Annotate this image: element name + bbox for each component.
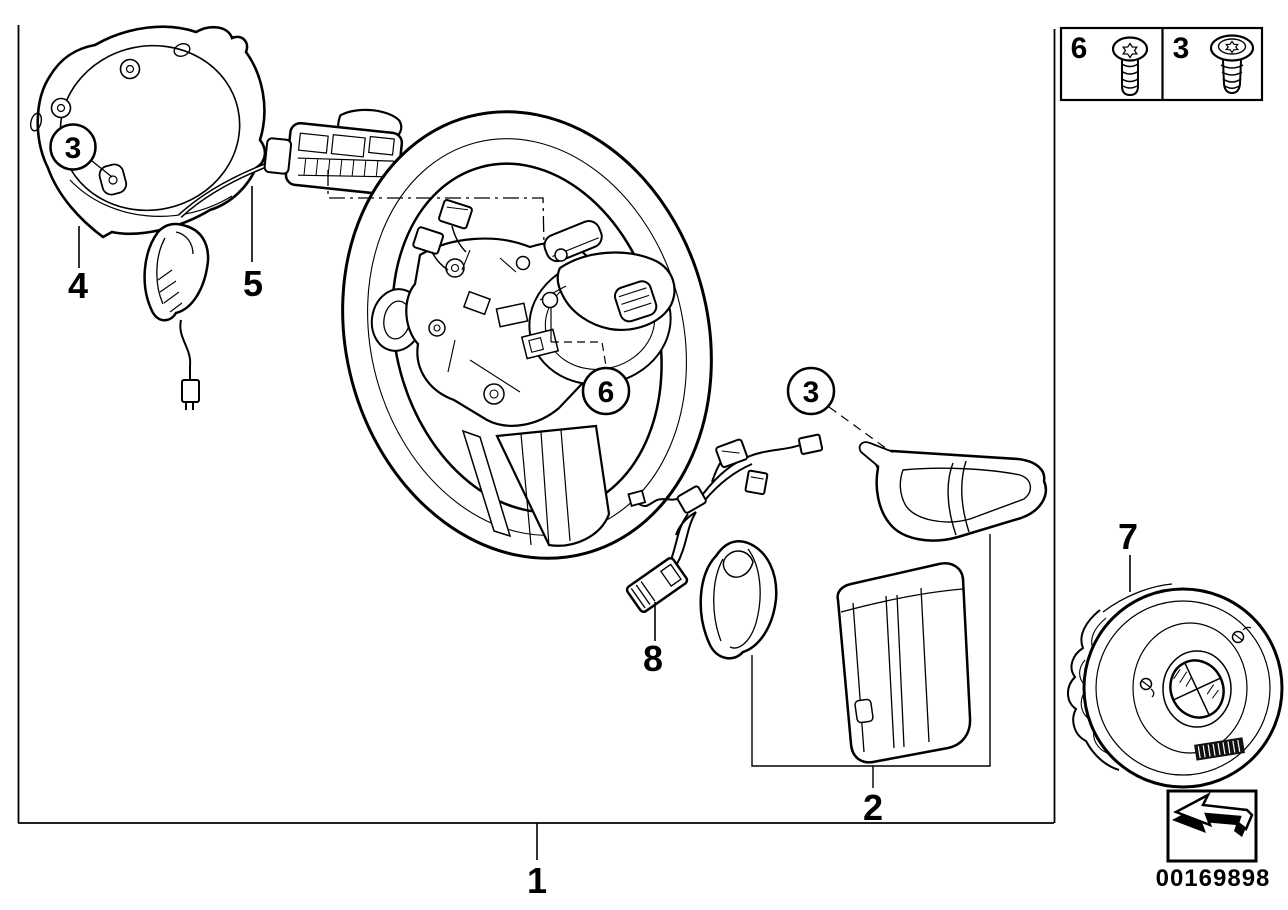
label-airbag-unit-cover: 4 xyxy=(68,226,88,306)
document-number: 00169898 xyxy=(1156,865,1271,892)
group-bracket xyxy=(751,534,991,767)
callout-trim-screw: 3 xyxy=(786,366,888,450)
airbag-screw-mark xyxy=(1139,677,1155,698)
center-trim-cover xyxy=(836,562,972,764)
oval-head-torx-screw-icon xyxy=(1111,36,1149,97)
bottom-spoke xyxy=(495,424,611,547)
switch-module xyxy=(263,108,404,196)
callout-hub-screw: 6 xyxy=(541,291,631,416)
footer-stamp: 00169898 xyxy=(1156,789,1271,892)
airbag-screw-mark xyxy=(1231,626,1252,644)
isometric-arrow-icon xyxy=(1172,792,1254,837)
svg-text:4: 4 xyxy=(68,265,88,306)
shift-paddle xyxy=(143,222,210,322)
right-trim-cover xyxy=(858,441,1047,542)
harness-plug xyxy=(715,438,749,468)
callout-hub-screw-number: 6 xyxy=(598,376,615,409)
legend-cell-1-number: 6 xyxy=(1071,32,1088,65)
part-8-connection-cable xyxy=(625,433,824,614)
paddle-wire xyxy=(179,319,192,380)
label-airbag-module: 7 xyxy=(1118,516,1138,592)
callout-cover-screw: 3 xyxy=(49,123,113,178)
svg-text:1: 1 xyxy=(527,860,547,901)
harness-plug xyxy=(676,485,707,514)
label-connection-cable: 8 xyxy=(643,602,663,679)
left-trim-cover xyxy=(699,539,778,660)
callout-trim-screw-number: 3 xyxy=(803,376,820,409)
part-1-steering-wheel xyxy=(341,110,713,560)
harness-plug xyxy=(797,433,824,455)
part-2-trim-covers xyxy=(699,441,1047,767)
flange-head-torx-screw-icon xyxy=(1209,34,1255,95)
main-connector xyxy=(625,556,689,614)
leader-switch-position xyxy=(327,170,545,247)
svg-text:7: 7 xyxy=(1118,516,1138,557)
airbag-embossed-text xyxy=(1194,737,1245,761)
svg-text:2: 2 xyxy=(863,787,883,828)
label-trim-cover-set: 2 xyxy=(863,766,883,828)
harness-plug xyxy=(744,469,769,496)
part-4-airbag-unit-cover xyxy=(29,25,267,239)
hub-connector-plug xyxy=(412,198,473,271)
svg-text:5: 5 xyxy=(243,263,263,304)
switch-rocker xyxy=(613,280,658,323)
callout-cover-screw-number: 3 xyxy=(65,132,82,165)
mounting-tabs xyxy=(1067,609,1120,771)
diagram-frame xyxy=(17,25,1056,824)
cover-mount-tab xyxy=(119,58,141,80)
svg-text:8: 8 xyxy=(643,638,663,679)
cover-mount-tab xyxy=(50,97,72,119)
cover-side-hole xyxy=(29,112,43,132)
part-5-multifunction-switch xyxy=(143,108,404,410)
part-7-airbag-module xyxy=(1067,583,1284,789)
bmw-roundel-emblem xyxy=(1162,650,1232,728)
label-multifunction-switch: 5 xyxy=(243,186,263,304)
fastener-legend: 6 3 xyxy=(1059,26,1264,102)
label-steering-wheel: 1 xyxy=(527,823,547,901)
paddle-connector xyxy=(181,379,200,410)
harness-end xyxy=(627,489,647,508)
legend-cell-2-number: 3 xyxy=(1173,32,1190,65)
